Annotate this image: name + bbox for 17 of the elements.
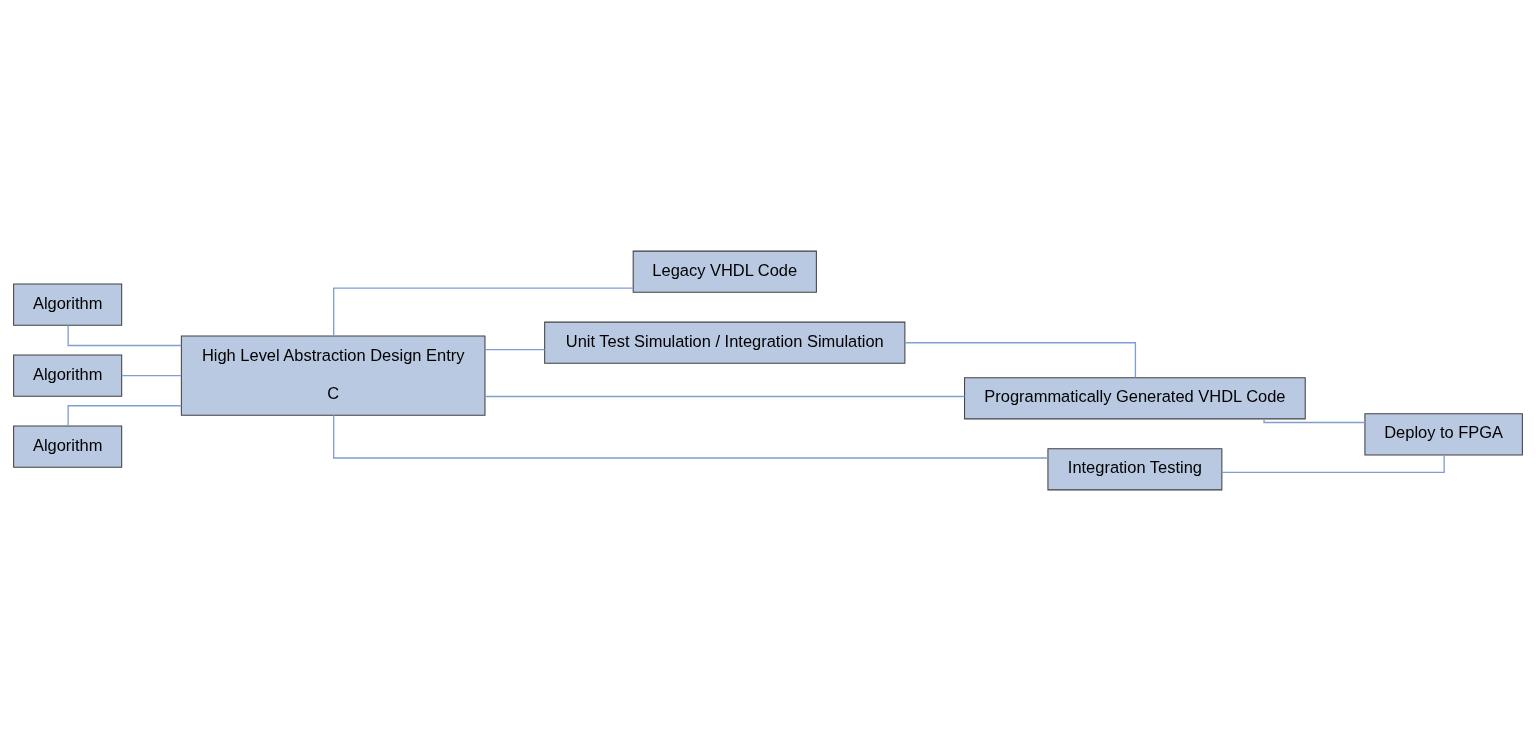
node-box: Algorithm [13,425,123,468]
node-box: Unit Test Simulation / Integration Simulation [544,321,906,364]
connector [904,341,1137,378]
node-box: Legacy VHDL Code [632,250,817,293]
node-box: High Level Abstraction Design Entry C [180,335,486,416]
connector [333,414,1049,459]
connector [121,374,182,376]
connector [1263,417,1366,423]
connector [484,348,546,350]
node-box: Programmatically Generated VHDL Code [964,376,1306,419]
connector [484,395,966,397]
node-box: Algorithm [13,283,123,326]
node-box: Deploy to FPGA [1364,412,1523,455]
node-box: Algorithm [13,354,123,397]
node-box: Integration Testing [1047,447,1223,490]
connector [1221,453,1445,473]
connector [333,287,634,337]
